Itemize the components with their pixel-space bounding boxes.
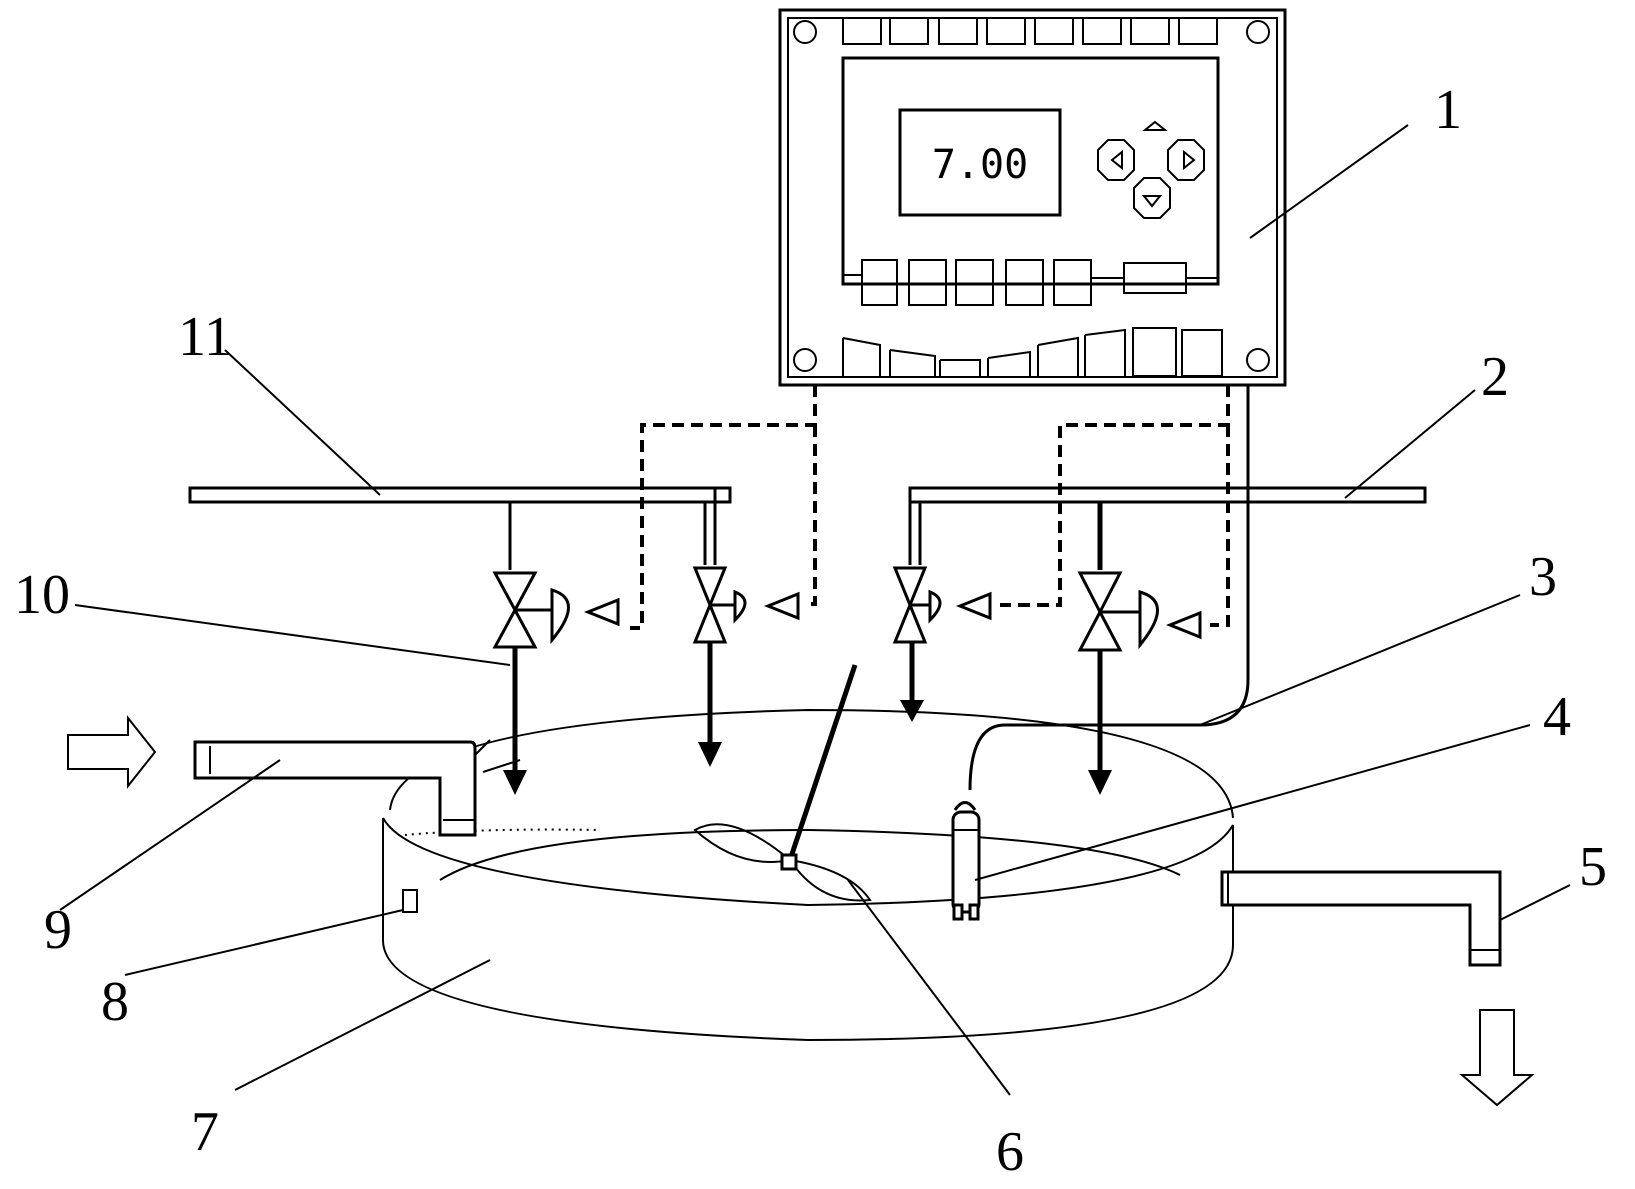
label-1: 1 — [1434, 79, 1462, 141]
control-signal-line — [805, 425, 817, 606]
panel-button[interactable] — [861, 259, 898, 306]
lcd-display — [898, 108, 1062, 217]
pipe-branch — [700, 486, 717, 565]
front-panel — [841, 56, 1220, 286]
arrow-left-icon — [1110, 149, 1123, 171]
label-10: 10 — [14, 564, 70, 626]
actuator-icon — [733, 589, 747, 624]
valve-small-left — [692, 566, 800, 644]
arrow-down-icon — [1141, 195, 1163, 208]
pipe-branch — [908, 502, 922, 565]
callout-labels: 1 2 3 4 5 6 7 8 9 10 11 — [14, 79, 1607, 1183]
screw-icon — [1246, 348, 1270, 372]
tank — [382, 708, 1234, 1042]
panel-button[interactable] — [955, 259, 994, 306]
label-3: 3 — [1529, 546, 1557, 608]
level-sensor — [402, 889, 418, 913]
control-signal-line — [630, 385, 817, 630]
panel-button-row — [843, 259, 1218, 306]
arrow-right-button[interactable] — [1167, 139, 1205, 181]
label-5: 5 — [1579, 836, 1607, 898]
top-terminal-row — [842, 17, 1218, 45]
panel-button[interactable] — [1005, 259, 1044, 306]
keypad — [1097, 120, 1205, 219]
mixer-blade — [787, 858, 872, 902]
label-7: 7 — [191, 1101, 219, 1163]
arrow-down-icon — [1088, 770, 1112, 795]
label-8: 8 — [101, 971, 129, 1033]
control-signal-line — [1000, 385, 1230, 607]
label-9: 9 — [44, 899, 72, 961]
mixer — [693, 664, 872, 902]
valve-big-right — [1077, 571, 1202, 652]
signal-triangle-icon — [583, 597, 620, 627]
valve-10 — [492, 571, 620, 649]
outlet-pipe — [1220, 870, 1502, 967]
leader-lines — [59, 124, 1571, 1096]
signal-triangle-icon — [1165, 610, 1202, 640]
outflow-arrow-icon — [1459, 1009, 1535, 1107]
water-surface — [439, 828, 1181, 881]
control-signal-line — [1210, 425, 1230, 627]
inlet-pipe — [193, 739, 521, 837]
controller-unit: 7.00 — [778, 8, 1287, 387]
display-reading: 7.00 — [932, 142, 1028, 188]
bottom-terminal-row — [842, 327, 1223, 377]
panel-button[interactable] — [908, 259, 947, 306]
mixer-shaft — [787, 664, 858, 861]
ph-sensor — [951, 801, 981, 921]
label-6: 6 — [996, 1121, 1024, 1183]
label-4: 4 — [1543, 686, 1571, 748]
signal-triangle-icon — [955, 591, 992, 621]
screw-icon — [793, 348, 817, 372]
arrow-right-icon — [1183, 149, 1196, 171]
arrow-down-button[interactable] — [1133, 177, 1171, 219]
dosing-flows — [503, 642, 1112, 795]
panel-button[interactable] — [1053, 259, 1092, 306]
label-2: 2 — [1481, 346, 1509, 408]
arrow-left-button[interactable] — [1097, 139, 1135, 181]
screw-icon — [1246, 20, 1270, 44]
label-11: 11 — [178, 306, 232, 368]
supply-pipe-left — [188, 486, 732, 504]
valve-small-right — [892, 566, 992, 644]
supply-pipe-right — [908, 486, 1427, 504]
inflow-arrow-icon — [67, 715, 157, 789]
signal-triangle-icon — [763, 591, 800, 621]
actuator-icon — [1138, 590, 1159, 650]
actuator-icon — [928, 589, 942, 624]
arrow-up-icon[interactable] — [1142, 120, 1168, 131]
arrow-down-icon — [698, 742, 722, 767]
arrow-down-icon — [503, 770, 527, 795]
screw-icon — [793, 20, 817, 44]
actuator-icon — [550, 587, 570, 645]
